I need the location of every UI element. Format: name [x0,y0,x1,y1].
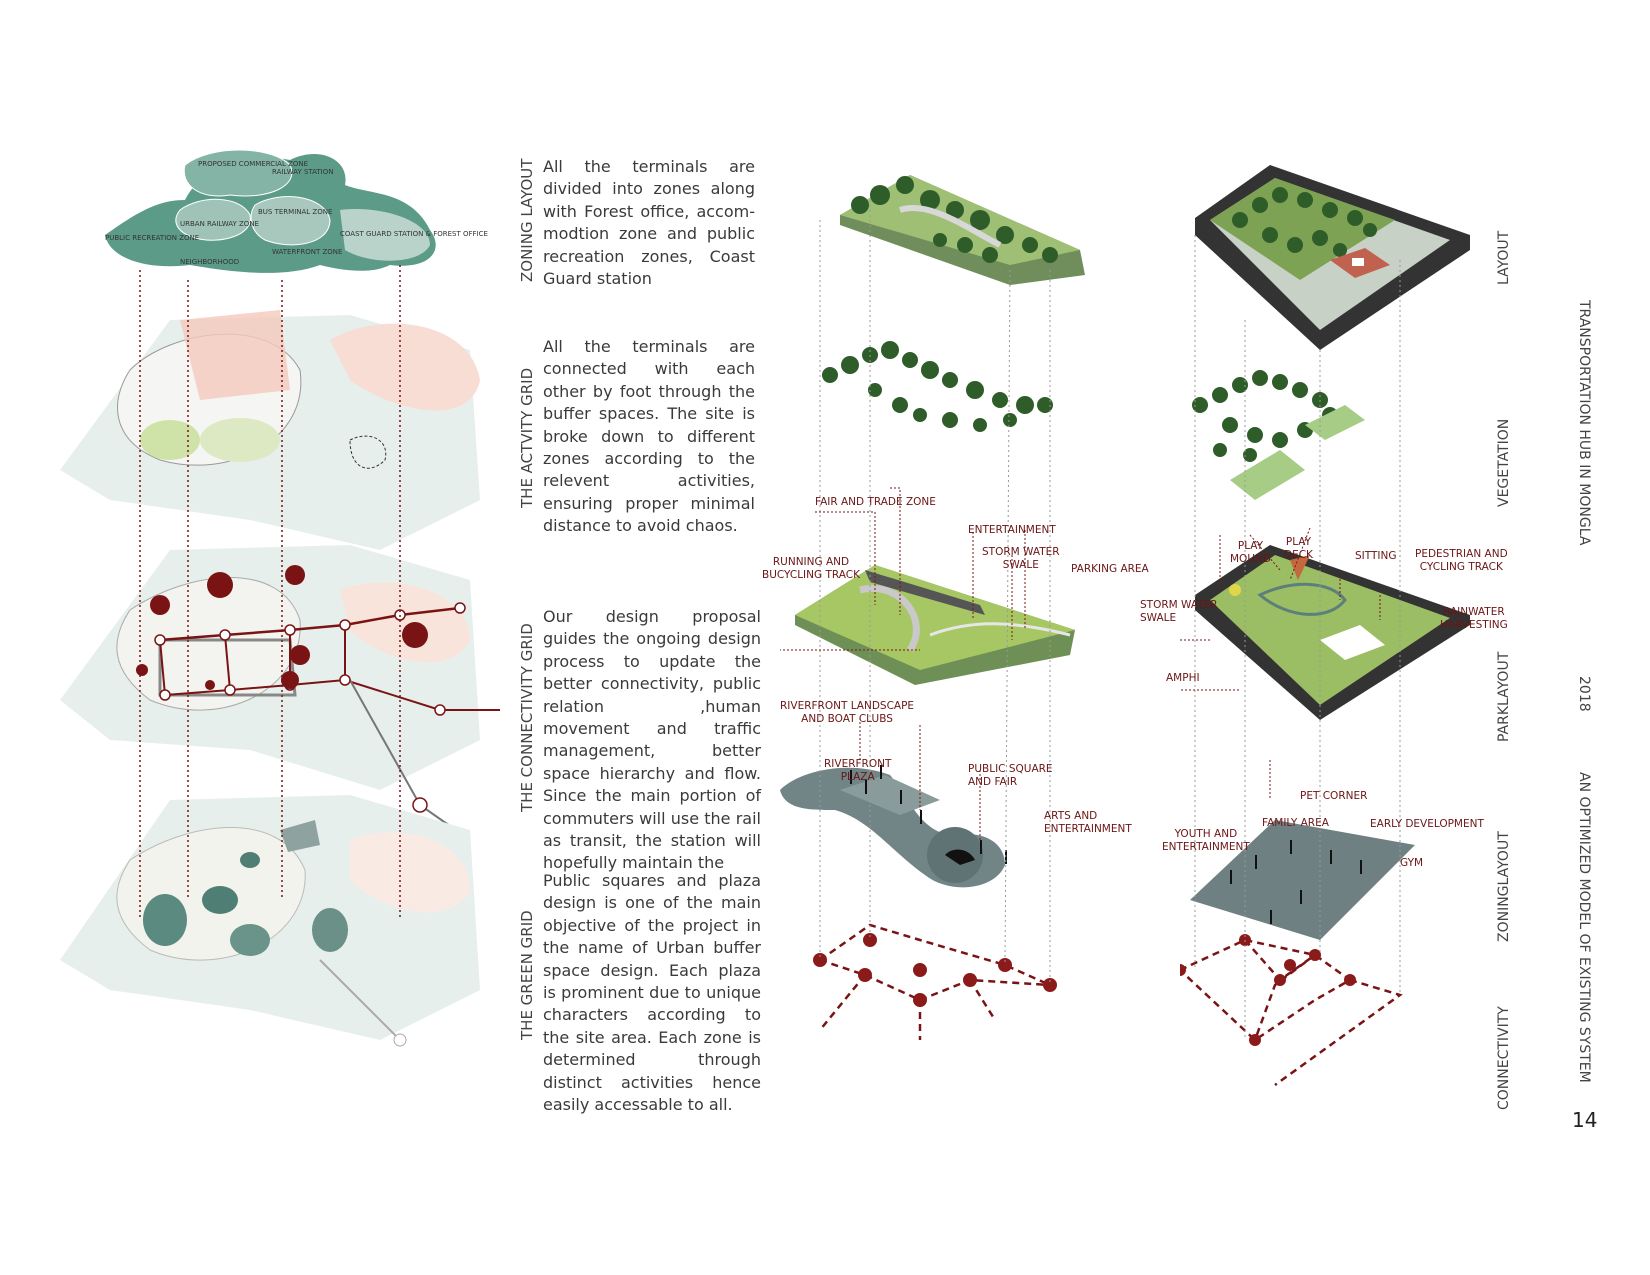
note-play-deck: PLAY DECK [1284,536,1313,562]
map-layer-green [60,795,480,1046]
note-public-square: PUBLIC SQUARE AND FAIR [968,763,1053,789]
page-number: 14 [1572,1108,1597,1132]
note-pedestrian: PEDESTRIAN AND CYCLING TRACK [1415,548,1508,574]
note-entertainment: ENTERTAINMENT [968,524,1056,537]
zone-label-public-rec: PUBLIC RECREATION ZONE [105,234,199,242]
note-gym: GYM [1400,857,1423,870]
zone-label-coast-guard: COAST GUARD STATION & FOREST OFFICE [340,230,488,238]
zone-label-railway: RAILWAY STATION [272,168,333,176]
note-pet-corner: PET CORNER [1300,790,1367,803]
heading-activity-grid: THE ACTVITY GRID [518,368,536,508]
note-early-development: EARLY DEVELOPMENT [1370,818,1484,831]
note-storm-water-right: STORM WATER SWALE [1140,599,1218,625]
sidebar-year: 2018 [1576,676,1592,712]
layer-label-layout: LAYOUT [1496,231,1512,285]
note-running-track: RUNNING AND BUCYCLING TRACK [762,556,860,582]
park-exploded-axonometric [1180,150,1480,1140]
note-family-area: FAMILY AREA [1262,817,1329,830]
layer-label-connectivity: CONNECTIVITY [1496,1006,1512,1110]
heading-connectivity-grid: THE CONNECTIVITY GRID [518,623,536,812]
heading-green-grid: THE GREEN GRID [518,910,536,1040]
axo-vegetation-layer [822,341,1053,432]
axo-r-connectivity [1180,934,1400,1085]
map-layer-zoning: PROPOSED COMMERCIAL ZONE RAILWAY STATION… [105,150,488,273]
layer-label-zoning: ZONINGLAYOUT [1496,831,1512,942]
axo-connectivity-network [813,925,1057,1040]
text-green: Public squares and plaza design is one o… [543,870,761,1116]
zone-label-urban-rail: URBAN RAILWAY ZONE [180,220,259,228]
text-connectivity: Our design proposal guides the ongoing d… [543,606,761,875]
zone-label-bus-terminal: BUS TERMINAL ZONE [258,208,332,216]
note-arts: ARTS AND ENTERTAINMENT [1044,810,1132,836]
heading-zoning-layout: ZONING LAYOUT [518,159,536,282]
zone-label-waterfront: WATERFRONT ZONE [272,248,342,256]
zone-label-proposed: PROPOSED COMMERCIAL ZONE [198,160,308,168]
axo-r-layout [1195,165,1470,350]
text-activity: All the terminals are connected with eac… [543,336,755,538]
note-storm-water: STORM WATER SWALE [982,546,1060,572]
note-sitting: SITTING [1355,550,1397,563]
note-fair-trade: FAIR AND TRADE ZONE [815,496,936,509]
note-riverfront-landscape: RIVERFRONT LANDSCAPE AND BOAT CLUBS [780,700,914,726]
layer-label-vegetation: VEGETATION [1496,419,1512,507]
sidebar-subtitle: AN OPTIMIZED MODEL OF EXISTING SYSTEM [1576,772,1592,1083]
note-amphi: AMPHI [1166,672,1200,685]
note-rainwater: RAINWATER HARVESTING [1440,606,1508,632]
map-layer-connectivity [60,545,500,840]
riverfront-exploded-axonometric [780,150,1110,1110]
text-zoning: All the terminals are divided into zones… [543,156,755,290]
layered-site-maps: PROPOSED COMMERCIAL ZONE RAILWAY STATION… [50,140,530,1100]
sidebar-title: TRANSPORTATION HUB IN MONGLA [1576,300,1592,545]
note-youth: YOUTH AND ENTERTAINMENT [1162,828,1250,854]
axo-layout-slab [840,175,1085,285]
note-play-mound: PLAY MOUND [1230,540,1271,566]
zone-label-neighborhood: NEIGHBORHOOD [180,258,239,266]
axo-park-layout-slab [795,565,1075,685]
map-layer-activity [60,310,480,550]
note-parking: PARKING AREA [1071,563,1149,576]
axo-r-vegetation [1192,370,1365,500]
layer-label-park: PARKLAYOUT [1496,652,1512,742]
note-riverfront-plaza: RIVERFRONT PLAZA [824,758,891,784]
